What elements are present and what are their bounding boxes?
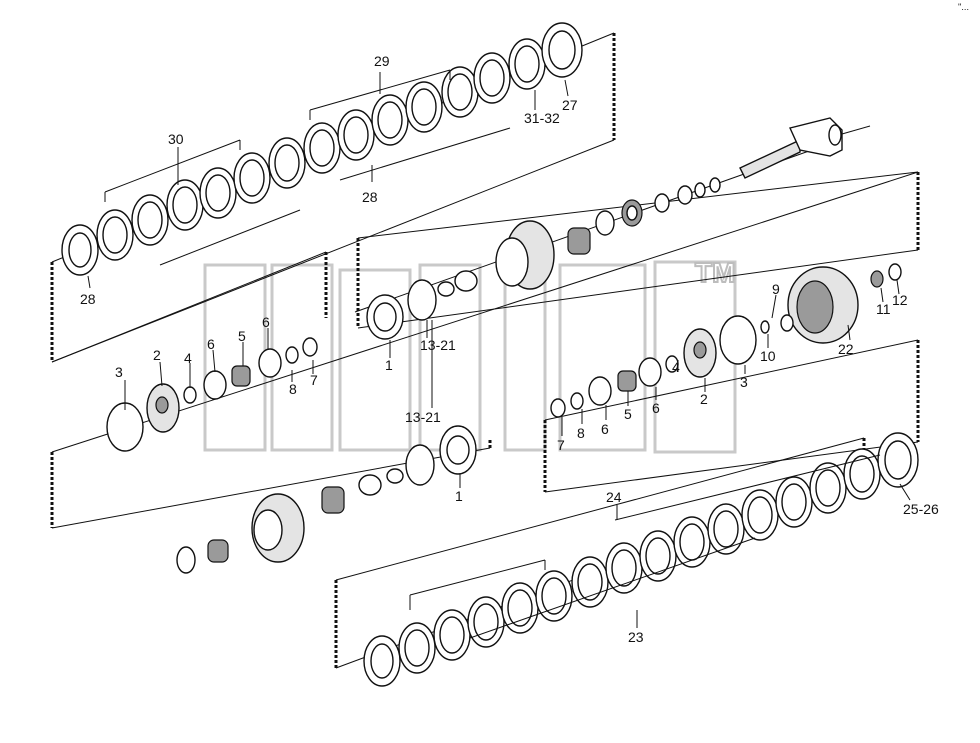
- callout-6-left-2: 6: [262, 314, 270, 330]
- lower-left-assembly: [176, 425, 477, 574]
- callout-6-right: 6: [652, 400, 660, 416]
- callout-4-left: 4: [184, 350, 192, 366]
- callout-12: 12: [892, 292, 908, 308]
- callout-1-upper: 1: [385, 357, 393, 373]
- callout-8-right: 8: [577, 425, 585, 441]
- callout-29: 29: [374, 53, 390, 69]
- callout-3-left: 3: [115, 364, 123, 380]
- corner-mark: ''...: [958, 2, 969, 12]
- callout-7-right: 7: [557, 437, 565, 453]
- callout-24: 24: [606, 489, 622, 505]
- callout-11: 11: [876, 301, 891, 317]
- callout-labels: 29 30 31-32 27 28 28 1 13-21 13-21 1 3 2…: [80, 2, 969, 645]
- callout-6-left: 6: [207, 336, 215, 352]
- callout-30: 30: [168, 131, 184, 147]
- upper-shaft-assembly: [366, 117, 871, 340]
- callout-28-upper: 28: [362, 189, 378, 205]
- callout-23: 23: [628, 629, 644, 645]
- callout-2-right: 2: [700, 391, 708, 407]
- callout-22: 22: [838, 341, 854, 357]
- callout-25-26: 25-26: [903, 501, 939, 517]
- right-assembly: [550, 263, 902, 418]
- callout-10: 10: [760, 348, 776, 364]
- callout-7-left: 7: [310, 372, 318, 388]
- callout-31-32: 31-32: [524, 110, 560, 126]
- dashed-boundaries: [50, 33, 920, 668]
- callout-8-left: 8: [289, 381, 297, 397]
- trademark-text: TM: [695, 257, 735, 288]
- callout-5-right: 5: [624, 406, 632, 422]
- lower-disc-pack: [363, 432, 919, 687]
- callout-4-right: 4: [672, 359, 680, 375]
- leader-lines: [87, 72, 911, 628]
- assembly-outline-lines: [51, 32, 919, 669]
- label-brackets: [104, 69, 881, 639]
- callout-3-right: 3: [740, 374, 748, 390]
- callout-9: 9: [772, 281, 780, 297]
- callout-5-left: 5: [238, 328, 246, 344]
- callout-1-lower: 1: [455, 488, 463, 504]
- callout-13-21-upper: 13-21: [420, 337, 456, 353]
- upper-disc-pack: [61, 22, 583, 276]
- callout-13-21-lower: 13-21: [405, 409, 441, 425]
- callout-27: 27: [562, 97, 578, 113]
- callout-28-lower: 28: [80, 291, 96, 307]
- callout-6-right-2: 6: [601, 421, 609, 437]
- callout-2-left: 2: [153, 347, 161, 363]
- left-assembly: [106, 337, 318, 452]
